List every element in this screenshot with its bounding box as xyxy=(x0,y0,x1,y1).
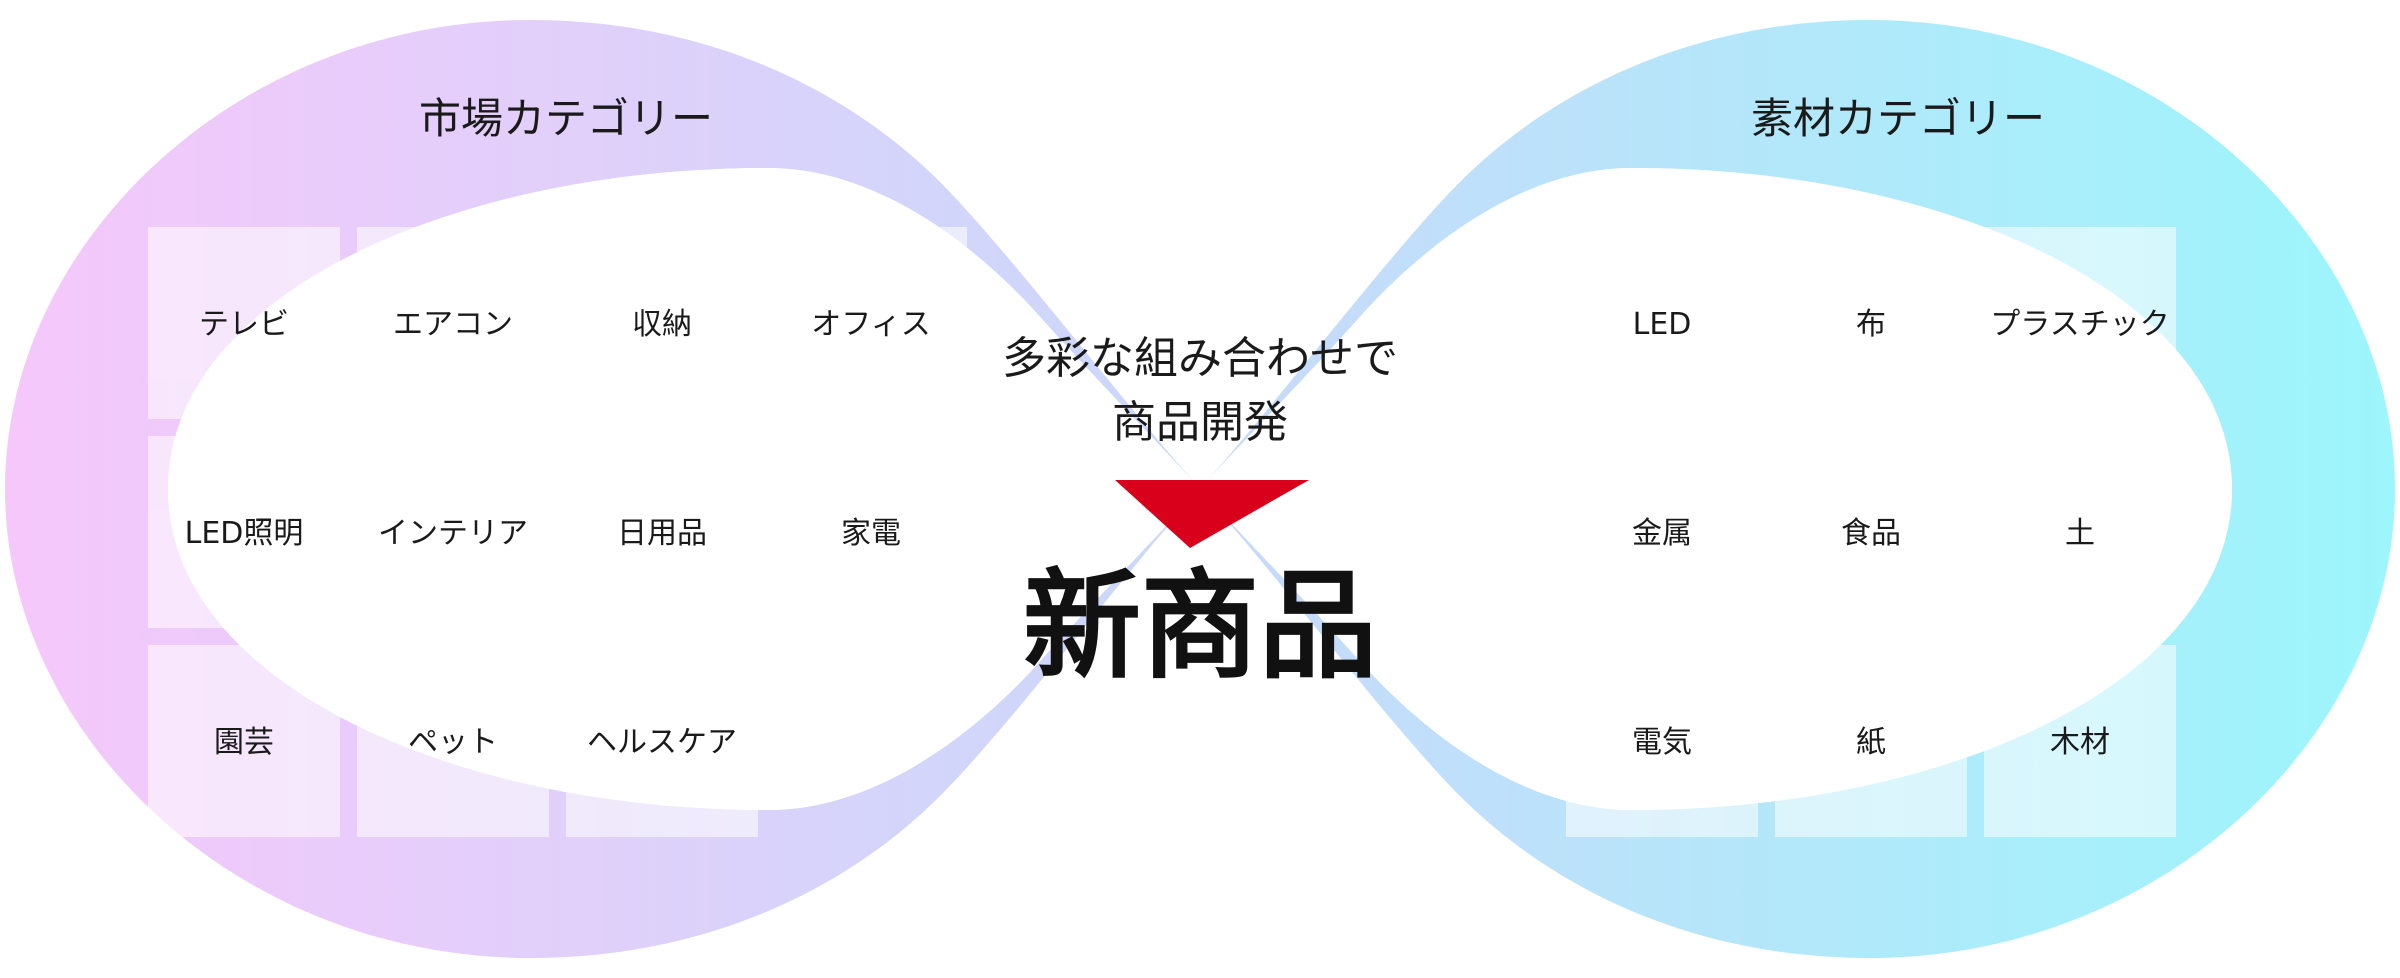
category-item-label: 園芸 xyxy=(214,725,274,760)
category-item-label: 土 xyxy=(2065,516,2095,551)
category-item-label: 金属 xyxy=(1632,516,1692,551)
infinity-loop-band xyxy=(5,20,2395,958)
category-item-label: ペット xyxy=(408,725,498,760)
category-item-label: LED照明 xyxy=(185,516,304,551)
category-item-label: 日用品 xyxy=(617,516,707,551)
new-product-title: 新商品 xyxy=(1023,557,1377,695)
left-loop-hole xyxy=(168,168,1200,810)
material-category-title: 素材カテゴリー xyxy=(1751,94,2045,143)
category-item-label: テレビ xyxy=(199,307,289,342)
center-subtitle-line1: 多彩な組み合わせで xyxy=(1002,333,1398,384)
category-item-label: 紙 xyxy=(1856,725,1886,760)
category-item-label: オフィス xyxy=(811,307,930,342)
market-category-title: 市場カテゴリー xyxy=(419,94,713,143)
right-loop-hole xyxy=(1200,168,2232,810)
category-item-label: 電気 xyxy=(1632,725,1692,760)
category-item-label: 布 xyxy=(1856,307,1886,342)
category-item-label: 収納 xyxy=(632,307,692,342)
category-item-label: エアコン xyxy=(393,307,513,342)
category-item-label: 木材 xyxy=(2050,725,2110,760)
category-item-label: 食品 xyxy=(1841,516,1901,551)
category-item-label: ヘルスケア xyxy=(587,725,737,760)
category-item-label: LED xyxy=(1633,307,1692,342)
category-item-label: プラスチック xyxy=(1990,307,2169,342)
down-arrow-icon xyxy=(1115,480,1309,548)
center-subtitle-line2: 商品開発 xyxy=(1112,397,1288,448)
category-item-label: インテリア xyxy=(378,516,528,551)
category-item-label: 家電 xyxy=(841,516,901,551)
